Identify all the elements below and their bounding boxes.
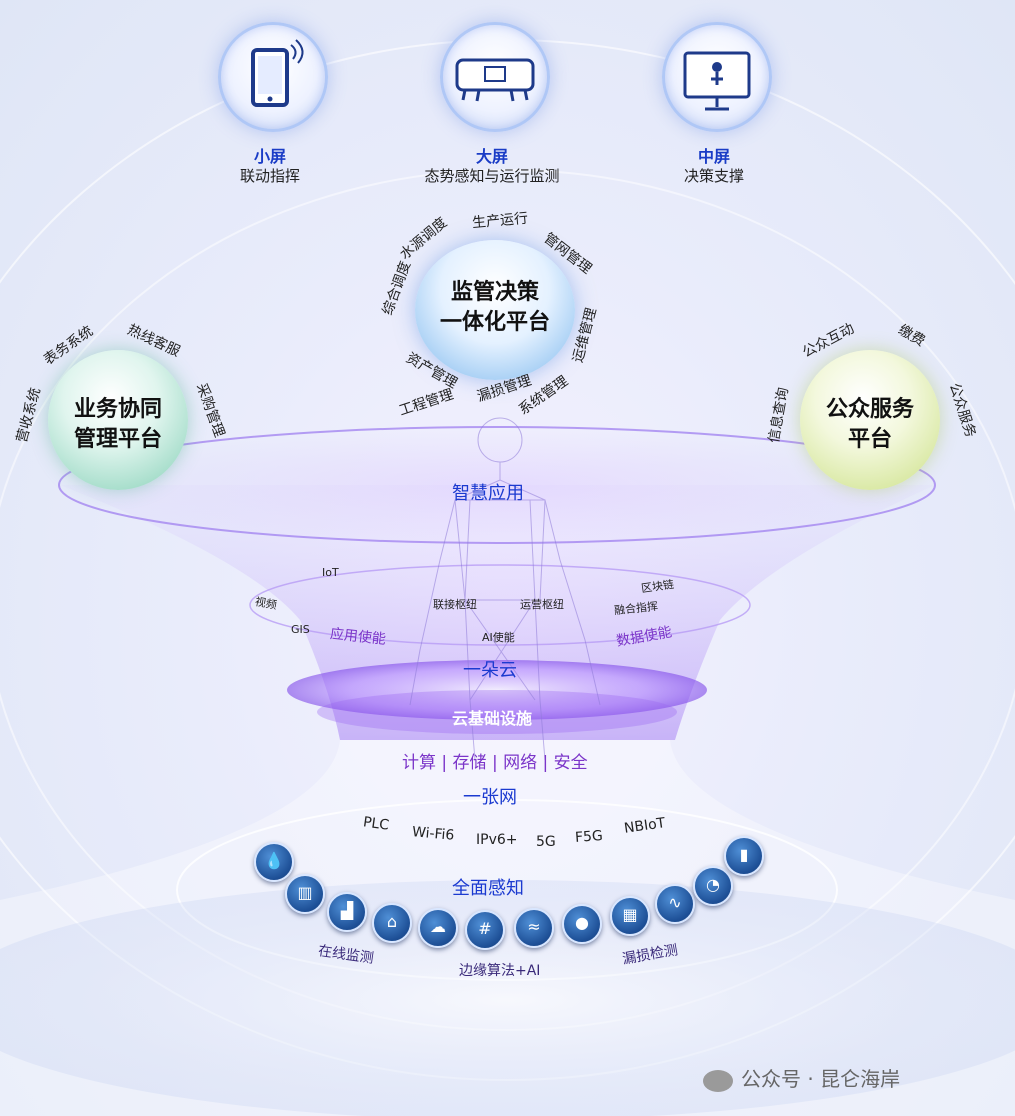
wechat-icon	[703, 1069, 733, 1092]
center-platform-line2: 一体化平台	[439, 310, 550, 335]
screen-small-circle	[218, 22, 328, 132]
group-icon: ☁	[418, 908, 458, 948]
infra-item-network: 网络	[503, 753, 538, 773]
tablet-icon	[251, 39, 304, 107]
infra-item-security: 安全	[553, 753, 588, 773]
screen-medium-circle	[662, 22, 772, 132]
sensing-title: 全面感知	[452, 878, 524, 899]
cloud-left-item: GIS	[291, 623, 310, 636]
chart-panel-icon: ▥	[285, 874, 325, 914]
droplet-icon: ●	[562, 904, 602, 944]
screen-medium-title: 中屏	[697, 147, 730, 166]
screen-small-subtitle: 联动指挥	[239, 167, 300, 185]
water-drop-icon: 💧	[254, 842, 294, 882]
human-figure-network	[409, 417, 601, 761]
center-platform-title: 监管决策 一体化平台	[415, 278, 575, 338]
factory-icon: ▟	[327, 892, 367, 932]
screen-large-circle	[440, 22, 550, 132]
protocol-label: 5G	[536, 834, 556, 850]
watermark: 公众号 · 昆仑海岸	[703, 1063, 900, 1092]
cloud-title: 一朵云	[463, 660, 517, 681]
bar-chart-icon: ▮	[724, 836, 764, 876]
cloud-center-item: 联接枢纽	[433, 598, 477, 611]
cloud-center-item: 运营枢纽	[520, 598, 564, 611]
protocol-label: IPv6+	[476, 832, 518, 848]
infra-item-storage: 存储	[452, 753, 487, 773]
right-platform-orb	[800, 350, 940, 490]
monitor-icon	[683, 51, 751, 111]
chip-icon: #	[465, 910, 505, 950]
left-platform-title: 业务协同 管理平台	[48, 395, 188, 455]
infra-separator: |	[441, 753, 448, 773]
watermark-text: 公众号 · 昆仑海岸	[741, 1067, 901, 1091]
smart-app-title: 智慧应用	[452, 483, 524, 504]
infra-items: 计算 | 存储 | 网络 | 安全	[402, 748, 588, 773]
network-title: 一张网	[463, 787, 517, 808]
protocol-label: F5G	[574, 828, 604, 846]
pulse-icon: ∿	[655, 884, 695, 924]
right-platform-line1: 公众服务	[825, 397, 914, 422]
grid-icon: ▦	[610, 896, 650, 936]
wave-icon: ≈	[514, 908, 554, 948]
plant-icon: ⌂	[372, 903, 412, 943]
center-platform-line1: 监管决策	[450, 280, 539, 305]
video-wall-icon	[455, 58, 535, 102]
left-platform-line1: 业务协同	[73, 397, 162, 422]
screen-small-title: 小屏	[253, 147, 286, 166]
right-platform-line2: 平台	[847, 427, 892, 452]
cloud-center-item: AI使能	[482, 631, 515, 644]
center-platform-orb	[415, 240, 575, 380]
infra-title: 云基础设施	[452, 709, 533, 728]
protocol-label: PLC	[362, 814, 391, 834]
screen-medium-subtitle: 决策支撑	[683, 167, 744, 185]
infra-separator: |	[491, 753, 498, 773]
cloud-left-item: IoT	[322, 566, 339, 579]
right-platform-title: 公众服务 平台	[800, 395, 940, 455]
screen-large-subtitle: 态势感知与运行监测	[424, 167, 560, 185]
left-platform-orb	[48, 350, 188, 490]
gauge-icon: ◔	[693, 866, 733, 906]
screen-large-title: 大屏	[475, 147, 508, 166]
sensing-label-edge: 边缘算法+AI	[459, 963, 541, 979]
infra-item-compute: 计算	[402, 753, 436, 773]
infra-separator: |	[542, 753, 549, 773]
left-platform-line2: 管理平台	[73, 427, 162, 452]
